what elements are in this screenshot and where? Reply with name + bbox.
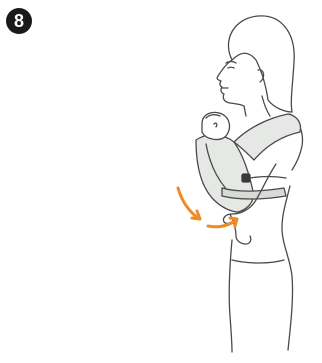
back-and-leg: [282, 186, 293, 350]
hair: [228, 16, 294, 112]
waist-belt: [222, 188, 286, 199]
carrier-shoulder-strap: [234, 114, 301, 160]
eye: [228, 67, 234, 68]
curved-arrow-right: [208, 220, 236, 227]
buckle: [242, 174, 250, 182]
baby-head: [202, 112, 229, 139]
eyebrow: [226, 62, 236, 64]
curved-arrow-left: [178, 188, 198, 218]
front-leg: [229, 240, 232, 352]
hip-line: [232, 260, 284, 263]
